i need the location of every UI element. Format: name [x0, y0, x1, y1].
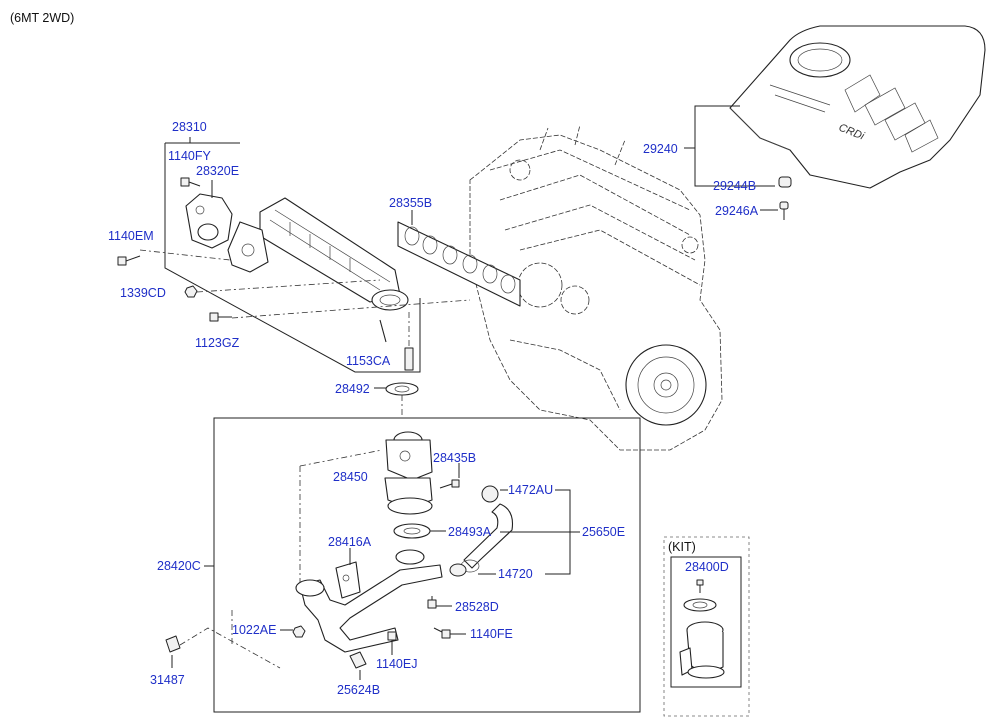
box-28420c: [213, 417, 641, 713]
callout-1022ae[interactable]: 1022AE: [232, 623, 276, 637]
callout-29246a[interactable]: 29246A: [715, 204, 759, 218]
bracket-25624b: [349, 651, 367, 669]
callout-28420c[interactable]: 28420C: [157, 559, 201, 573]
bolt-1123gz: [209, 312, 232, 322]
callout-1123gz[interactable]: 1123GZ: [195, 336, 240, 350]
callout-1472au[interactable]: 1472AU: [508, 483, 553, 497]
callout-29240[interactable]: 29240: [643, 142, 678, 156]
leader-25650e: [500, 489, 580, 575]
stud-29246a: [779, 201, 789, 220]
egr-valve-28320e: [185, 180, 233, 249]
gasket-28492: [385, 382, 419, 396]
leader-29240: [694, 105, 775, 187]
variant-label: (6MT 2WD): [10, 11, 74, 25]
egr-cooler-28310: [227, 197, 409, 311]
egr-pipe-28416a: [295, 549, 443, 653]
stud-1153ca: [379, 319, 414, 371]
bolt-28435b: [439, 479, 460, 489]
bolt-1140fy: [180, 177, 201, 187]
callout-28310[interactable]: 28310: [172, 120, 207, 134]
bolt-1140ej: [387, 631, 397, 655]
callout-28450[interactable]: 28450: [333, 470, 368, 484]
callout-28528d[interactable]: 28528D: [455, 600, 499, 614]
kit-box: [663, 536, 750, 717]
callout-1140fy[interactable]: 1140FY: [168, 149, 212, 163]
gasket-28493a: [393, 523, 431, 539]
kit-inner-box: [670, 556, 742, 688]
callout-31487[interactable]: 31487: [150, 673, 185, 687]
callout-1140fe[interactable]: 1140FE: [470, 627, 513, 641]
engine-cover: CRDi: [729, 25, 986, 189]
bolt-1140em: [117, 255, 141, 266]
callout-14720[interactable]: 14720: [498, 567, 533, 581]
callout-25650e[interactable]: 25650E: [582, 525, 625, 539]
bolt-28528d: [427, 596, 437, 609]
kit-egr-valve: [679, 579, 725, 679]
engine-block: [469, 124, 723, 451]
callout-28355b[interactable]: 28355B: [389, 196, 432, 210]
clamp-14720: [449, 563, 467, 577]
callout-28320e[interactable]: 28320E: [196, 164, 239, 178]
callout-1140ej[interactable]: 1140EJ: [376, 657, 417, 671]
callout-28435b[interactable]: 28435B: [433, 451, 476, 465]
callout-29244b[interactable]: 29244B: [713, 179, 756, 193]
clip-31487: [165, 635, 181, 653]
callout-28416a[interactable]: 28416A: [328, 535, 372, 549]
bolt-1140fe: [433, 627, 451, 639]
callout-1153ca[interactable]: 1153CA: [346, 354, 391, 368]
callout-28493a[interactable]: 28493A: [448, 525, 492, 539]
nut-1339cd: [184, 285, 198, 298]
callout-28492[interactable]: 28492: [335, 382, 370, 396]
nut-1022ae: [292, 625, 306, 638]
egr-valve-28450: [384, 431, 433, 515]
callout-25624b[interactable]: 25624B: [337, 683, 380, 697]
hose-1472au: [460, 485, 514, 573]
kit-label: (KIT): [668, 540, 696, 554]
gasket-28355b: [397, 221, 521, 307]
callout-1140em[interactable]: 1140EM: [108, 229, 154, 243]
box-28310: [164, 143, 421, 373]
grommet-29244b: [778, 176, 792, 188]
callout-28400d[interactable]: 28400D: [685, 560, 729, 574]
callout-1339cd[interactable]: 1339CD: [120, 286, 166, 300]
